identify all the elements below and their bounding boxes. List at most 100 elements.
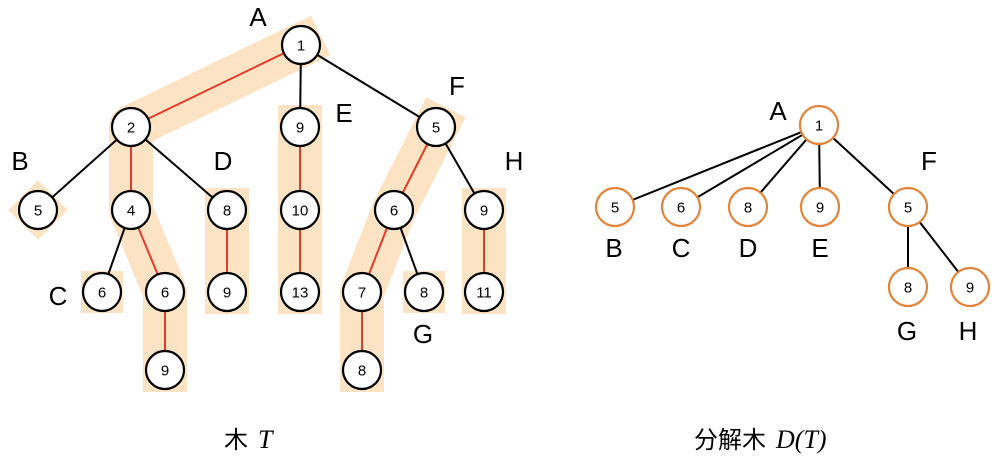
tree-node-circle-t5 <box>415 106 457 148</box>
tree-node-circle-t2 <box>110 106 152 148</box>
decomp-node-label-dH: 9 <box>966 280 974 297</box>
tree-node-t8b: 8 <box>403 271 445 313</box>
tree-node-circle-t5b <box>17 189 59 231</box>
decomp-node-circle-dH <box>949 266 991 308</box>
tree-node-label-t8: 8 <box>223 203 231 220</box>
tree-node-label-t8b: 8 <box>420 285 428 302</box>
decomp-node-circle-dC <box>660 186 702 228</box>
decomp-path-label-B: B <box>605 233 622 263</box>
tree-node-t9d: 9 <box>144 349 186 391</box>
tree-path-label-B: B <box>11 146 28 176</box>
decomp-node-circle-dD <box>727 186 769 228</box>
tree-node-t9a: 9 <box>279 106 321 148</box>
tree-node-t13: 13 <box>279 271 321 313</box>
decomp-node-dC: 6 <box>660 186 702 228</box>
tree-path-label-E: E <box>335 98 352 128</box>
tree-path-label-G: G <box>413 319 433 349</box>
tree-node-t6c: 6 <box>144 271 186 313</box>
tree-node-circle-t6b <box>81 271 123 313</box>
tree-node-label-t1: 1 <box>297 38 305 55</box>
tree-nodes: 1 2 9 5 5 4 8 10 6 9 6 6 9 13 7 8 11 9 8 1 5 6 8 9 5 8 9 <box>17 24 991 391</box>
decomp-path-label-A: A <box>769 96 787 126</box>
decomp-node-label-dC: 6 <box>677 200 685 217</box>
tree-node-circle-t8b <box>403 271 445 313</box>
tree-node-label-t2: 2 <box>127 120 135 137</box>
decomp-node-dD: 8 <box>727 186 769 228</box>
tree-node-label-t6b: 6 <box>98 285 106 302</box>
tree-node-label-t9c: 9 <box>223 285 231 302</box>
decomp-node-label-dG: 8 <box>904 280 912 297</box>
tree-node-label-t9a: 9 <box>296 120 304 137</box>
tree-node-t9b: 9 <box>463 189 505 231</box>
decomp-path-label-F: F <box>921 146 937 176</box>
decomp-node-label-d1: 1 <box>815 118 823 135</box>
tree-node-circle-t9c <box>206 271 248 313</box>
decomp-node-label-dE: 9 <box>816 200 824 217</box>
tree-node-label-t4: 4 <box>127 203 135 220</box>
decomp-node-label-dB: 5 <box>611 200 619 217</box>
light-edge-t2-t5b <box>37 126 132 211</box>
tree-node-circle-t8 <box>206 189 248 231</box>
tree-node-t10: 10 <box>279 189 321 231</box>
heavy-edge-t1-t2 <box>130 44 302 128</box>
tree-node-label-t9d: 9 <box>161 363 169 380</box>
decomp-node-circle-dG <box>887 266 929 308</box>
tree-path-label-H: H <box>505 146 524 176</box>
tree-node-circle-t10 <box>279 189 321 231</box>
tree-node-circle-t9d <box>144 349 186 391</box>
decomp-edge-d1-dF <box>818 124 909 208</box>
tree-node-t7: 7 <box>341 271 383 313</box>
decomp-path-label-C: C <box>672 233 691 263</box>
decomp-node-d1: 1 <box>798 104 840 146</box>
tree-node-label-t11: 11 <box>476 285 492 302</box>
decomp-path-label-D: D <box>739 233 758 263</box>
tree-path-label-C: C <box>49 281 68 311</box>
tree-node-circle-t7 <box>341 271 383 313</box>
decomp-path-label-H: H <box>959 316 978 346</box>
decomp-node-dG: 8 <box>887 266 929 308</box>
tree-node-t5b: 5 <box>17 189 59 231</box>
tree-node-t5: 5 <box>415 106 457 148</box>
tree-node-t1: 1 <box>280 24 322 66</box>
tree-path-label-D: D <box>214 146 233 176</box>
tree-node-circle-t1 <box>280 24 322 66</box>
tree-node-circle-t9b <box>463 189 505 231</box>
tree-node-circle-t6a <box>373 189 415 231</box>
tree-node-t6a: 6 <box>373 189 415 231</box>
tree-node-t11: 11 <box>463 271 505 313</box>
tree-node-t8c: 8 <box>341 349 383 391</box>
decomp-node-dH: 9 <box>949 266 991 308</box>
decomp-path-label-E: E <box>811 233 828 263</box>
decomp-node-label-dF: 5 <box>904 200 912 217</box>
decomp-edge-d1-dC <box>680 124 820 208</box>
tree-node-label-t8c: 8 <box>358 363 366 380</box>
decomp-node-dE: 9 <box>799 186 841 228</box>
tree-node-circle-t6c <box>144 271 186 313</box>
tree-node-label-t6a: 6 <box>390 203 398 220</box>
tree-node-t9c: 9 <box>206 271 248 313</box>
tree-node-label-t7: 7 <box>358 285 366 302</box>
tree-node-label-t6c: 6 <box>161 285 169 302</box>
tree-node-t2: 2 <box>110 106 152 148</box>
tree-node-label-t5: 5 <box>432 120 440 137</box>
decomp-node-dB: 5 <box>594 186 636 228</box>
tree-node-circle-t13 <box>279 271 321 313</box>
decomp-node-label-dD: 8 <box>744 200 752 217</box>
decomp-node-dF: 5 <box>887 186 929 228</box>
tree-node-t4: 4 <box>110 189 152 231</box>
decomp-node-circle-dE <box>799 186 841 228</box>
decomp-node-circle-dB <box>594 186 636 228</box>
decomp-path-label-G: G <box>897 316 917 346</box>
decomp-node-circle-d1 <box>798 104 840 146</box>
tree-node-label-t5b: 5 <box>34 203 42 220</box>
tree-node-circle-t8c <box>341 349 383 391</box>
tree-node-t8: 8 <box>206 189 248 231</box>
tree-path-label-A: A <box>249 2 267 32</box>
tree-node-t6b: 6 <box>81 271 123 313</box>
light-edge-t2-t8 <box>130 126 228 211</box>
